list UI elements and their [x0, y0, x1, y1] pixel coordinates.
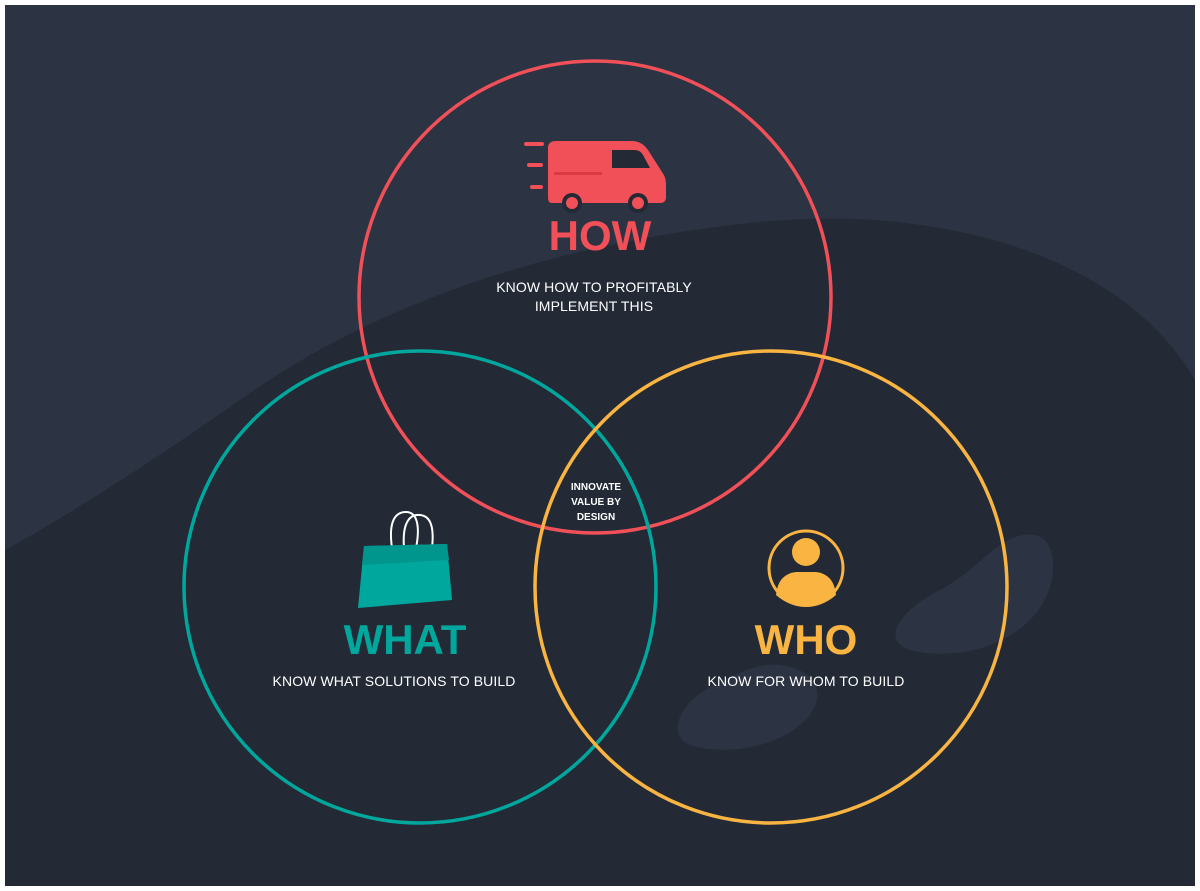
who-description: KNOW FOR WHOM TO BUILD [708, 673, 905, 689]
background-wave [5, 5, 1195, 550]
who-title: WHO [755, 616, 858, 663]
center-label-line-1: INNOVATE [571, 482, 622, 493]
what-description: KNOW WHAT SOLUTIONS TO BUILD [273, 673, 516, 689]
center-label-line-2: VALUE BY [571, 497, 621, 508]
delivery-van-icon [524, 141, 666, 213]
how-description-line-1: KNOW HOW TO PROFITABLY [496, 279, 692, 295]
background-blob [895, 534, 1054, 654]
center-label-line-3: DESIGN [577, 512, 615, 523]
how-title: HOW [549, 212, 652, 259]
what-title: WHAT [344, 616, 467, 663]
how-description-line-2: IMPLEMENT THIS [535, 298, 653, 314]
shopping-bag-icon [358, 510, 452, 608]
background-blob-small [677, 664, 818, 750]
user-avatar-icon [767, 529, 845, 607]
who-circle [533, 349, 1009, 825]
what-circle [182, 349, 658, 825]
how-circle [357, 59, 833, 535]
